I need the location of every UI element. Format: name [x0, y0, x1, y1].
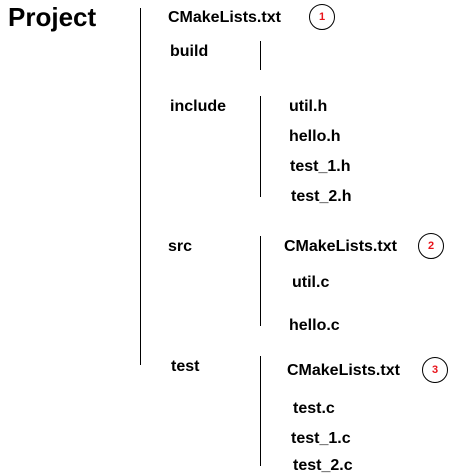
file-test-2-c: test_2.c: [293, 457, 353, 474]
test-branch-line: [260, 356, 261, 466]
file-hello-h: hello.h: [289, 128, 341, 145]
badge-3: 3: [422, 357, 448, 383]
src-branch-line: [260, 236, 261, 326]
folder-src-label: src: [168, 238, 193, 255]
test-cmakelists-file: CMakeLists.txt: [287, 362, 400, 379]
build-branch-line: [260, 41, 261, 70]
file-test-2-h: test_2.h: [291, 188, 352, 205]
badge-2: 2: [418, 233, 444, 259]
file-hello-c: hello.c: [289, 317, 340, 334]
root-cmakelists-file: CMakeLists.txt: [168, 9, 281, 26]
folder-build-label: build: [170, 43, 209, 60]
folder-include-label: include: [170, 98, 227, 115]
file-util-h: util.h: [289, 98, 328, 115]
root-project-label: Project: [8, 2, 97, 32]
folder-test-label: test: [171, 358, 200, 375]
file-test-c: test.c: [293, 400, 335, 417]
include-branch-line: [260, 96, 261, 197]
root-branch-line: [140, 8, 141, 365]
file-test-1-c: test_1.c: [291, 430, 351, 447]
badge-1: 1: [309, 4, 335, 30]
file-util-c: util.c: [292, 274, 330, 291]
file-test-1-h: test_1.h: [290, 158, 351, 175]
src-cmakelists-file: CMakeLists.txt: [284, 238, 397, 255]
